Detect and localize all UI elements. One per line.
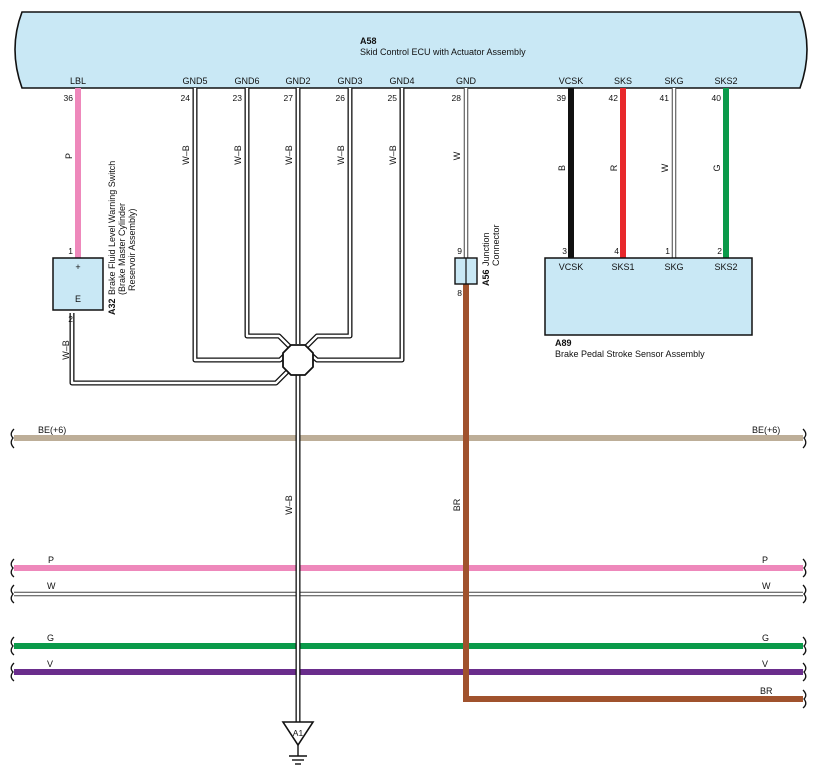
ecu-term-gnd3: GND3	[337, 76, 362, 86]
ecu-pin-24: 24	[181, 93, 191, 103]
ground-harness: W–B W–B W–B W–B W–B W–B W–B	[61, 88, 405, 722]
wire-gnd-a56: W BR BR	[452, 88, 803, 702]
a89-sensor: 3 4 1 2 VCSK SKS1 SKG SKS2 A89 Brake Ped…	[544, 246, 753, 359]
bus-break-marks	[10, 428, 807, 709]
ecu-pin-42: 42	[609, 93, 619, 103]
bus-v-label-left: V	[47, 659, 53, 669]
ecu-pin-25: 25	[388, 93, 398, 103]
a89-term-sks1: SKS1	[611, 262, 634, 272]
ground-id: A1	[293, 728, 304, 738]
a56-id: A56	[481, 269, 491, 286]
a56-pin-9: 9	[457, 246, 462, 256]
wire-skg-color: W	[660, 163, 670, 172]
a56-name-2: Connector	[491, 224, 501, 266]
a89-pin-4: 4	[614, 246, 619, 256]
wire-vcsk-color: B	[557, 165, 567, 171]
a32-id: A32	[107, 298, 117, 315]
ecu-term-gnd6: GND6	[234, 76, 259, 86]
wire-sks2-color: G	[712, 164, 722, 171]
a89-term-sks2: SKS2	[714, 262, 737, 272]
ecu-term-gnd: GND	[456, 76, 477, 86]
bus-g-label-right: G	[762, 633, 769, 643]
ecu-pin-41: 41	[660, 93, 670, 103]
a32-plus: +	[75, 262, 80, 272]
wire-gnd-color: W	[452, 151, 462, 160]
bus-v-label-right: V	[762, 659, 768, 669]
wire-trunk-color: W–B	[284, 495, 294, 515]
sensor-wires: B R W G	[557, 88, 729, 258]
ecu-term-lbl: LBL	[70, 76, 86, 86]
a32-sub-1: (Brake Master Cylinder	[117, 203, 127, 295]
a32-sub-2: Reservoir Assembly)	[127, 208, 137, 291]
ecu-pin-28: 28	[452, 93, 462, 103]
wire-a32-ground-color: W–B	[61, 340, 71, 360]
a89-pin-1: 1	[665, 246, 670, 256]
ecu-pin-27: 27	[284, 93, 294, 103]
ecu-pin-23: 23	[233, 93, 243, 103]
wire-gnd4-color: W–B	[388, 145, 398, 165]
ecu-id: A58	[360, 36, 377, 46]
wire-lbl: P	[64, 88, 81, 258]
ecu-name: Skid Control ECU with Actuator Assembly	[360, 47, 526, 57]
a89-id: A89	[555, 338, 572, 348]
bus-w-label-left: W	[47, 581, 56, 591]
wire-gnd3-color: W–B	[336, 145, 346, 165]
wire-lbl-color: P	[64, 153, 74, 159]
bus-p-label-left: P	[48, 555, 54, 565]
ecu-pin-39: 39	[557, 93, 567, 103]
bus-be6-label-right: BE(+6)	[752, 425, 780, 435]
a32-pin-1: 1	[68, 246, 73, 256]
a89-term-skg: SKG	[664, 262, 683, 272]
ecu-pin-40: 40	[712, 93, 722, 103]
wire-gnd2-color: W–B	[284, 145, 294, 165]
ecu-term-sks: SKS	[614, 76, 632, 86]
a89-term-vcsk: VCSK	[559, 262, 584, 272]
ecu-a58: A58 Skid Control ECU with Actuator Assem…	[14, 11, 808, 103]
ground-a1: A1	[281, 721, 315, 765]
ecu-term-skg: SKG	[664, 76, 683, 86]
bus-w-label-right: W	[762, 581, 771, 591]
a56-pin-8: 8	[457, 288, 462, 298]
ground-splice	[282, 344, 314, 376]
ecu-body	[14, 11, 808, 89]
wire-a56-out-color: BR	[452, 498, 462, 511]
a89-name: Brake Pedal Stroke Sensor Assembly	[555, 349, 705, 359]
ecu-term-vcsk: VCSK	[559, 76, 584, 86]
ecu-term-gnd4: GND4	[389, 76, 414, 86]
a32-switch: 1 2 + E A32 Brake Fluid Level Warning Sw…	[52, 161, 137, 324]
bus-lines: BE(+6) BE(+6) P P W W G G V V	[10, 425, 807, 709]
bus-g-label-left: G	[47, 633, 54, 643]
ecu-pin-26: 26	[336, 93, 346, 103]
wire-gnd5-color: W–B	[181, 145, 191, 165]
bus-p-label-right: P	[762, 555, 768, 565]
wire-gnd6-color: W–B	[233, 145, 243, 165]
ecu-term-gnd2: GND2	[285, 76, 310, 86]
ecu-pin-36: 36	[64, 93, 74, 103]
a32-pin-2: 2	[68, 314, 73, 324]
a89-pin-3: 3	[562, 246, 567, 256]
bus-be6-label-left: BE(+6)	[38, 425, 66, 435]
a32-name: Brake Fluid Level Warning Switch	[107, 161, 117, 295]
wire-sks-color: R	[609, 164, 619, 171]
a89-pin-2: 2	[717, 246, 722, 256]
a32-e: E	[75, 294, 81, 304]
a56-name-1: Junction	[481, 232, 491, 266]
ecu-term-gnd5: GND5	[182, 76, 207, 86]
bus-br-label-right: BR	[760, 686, 773, 696]
ecu-term-sks2: SKS2	[714, 76, 737, 86]
a56-connector: 9 8 A56 Junction Connector	[454, 224, 501, 298]
